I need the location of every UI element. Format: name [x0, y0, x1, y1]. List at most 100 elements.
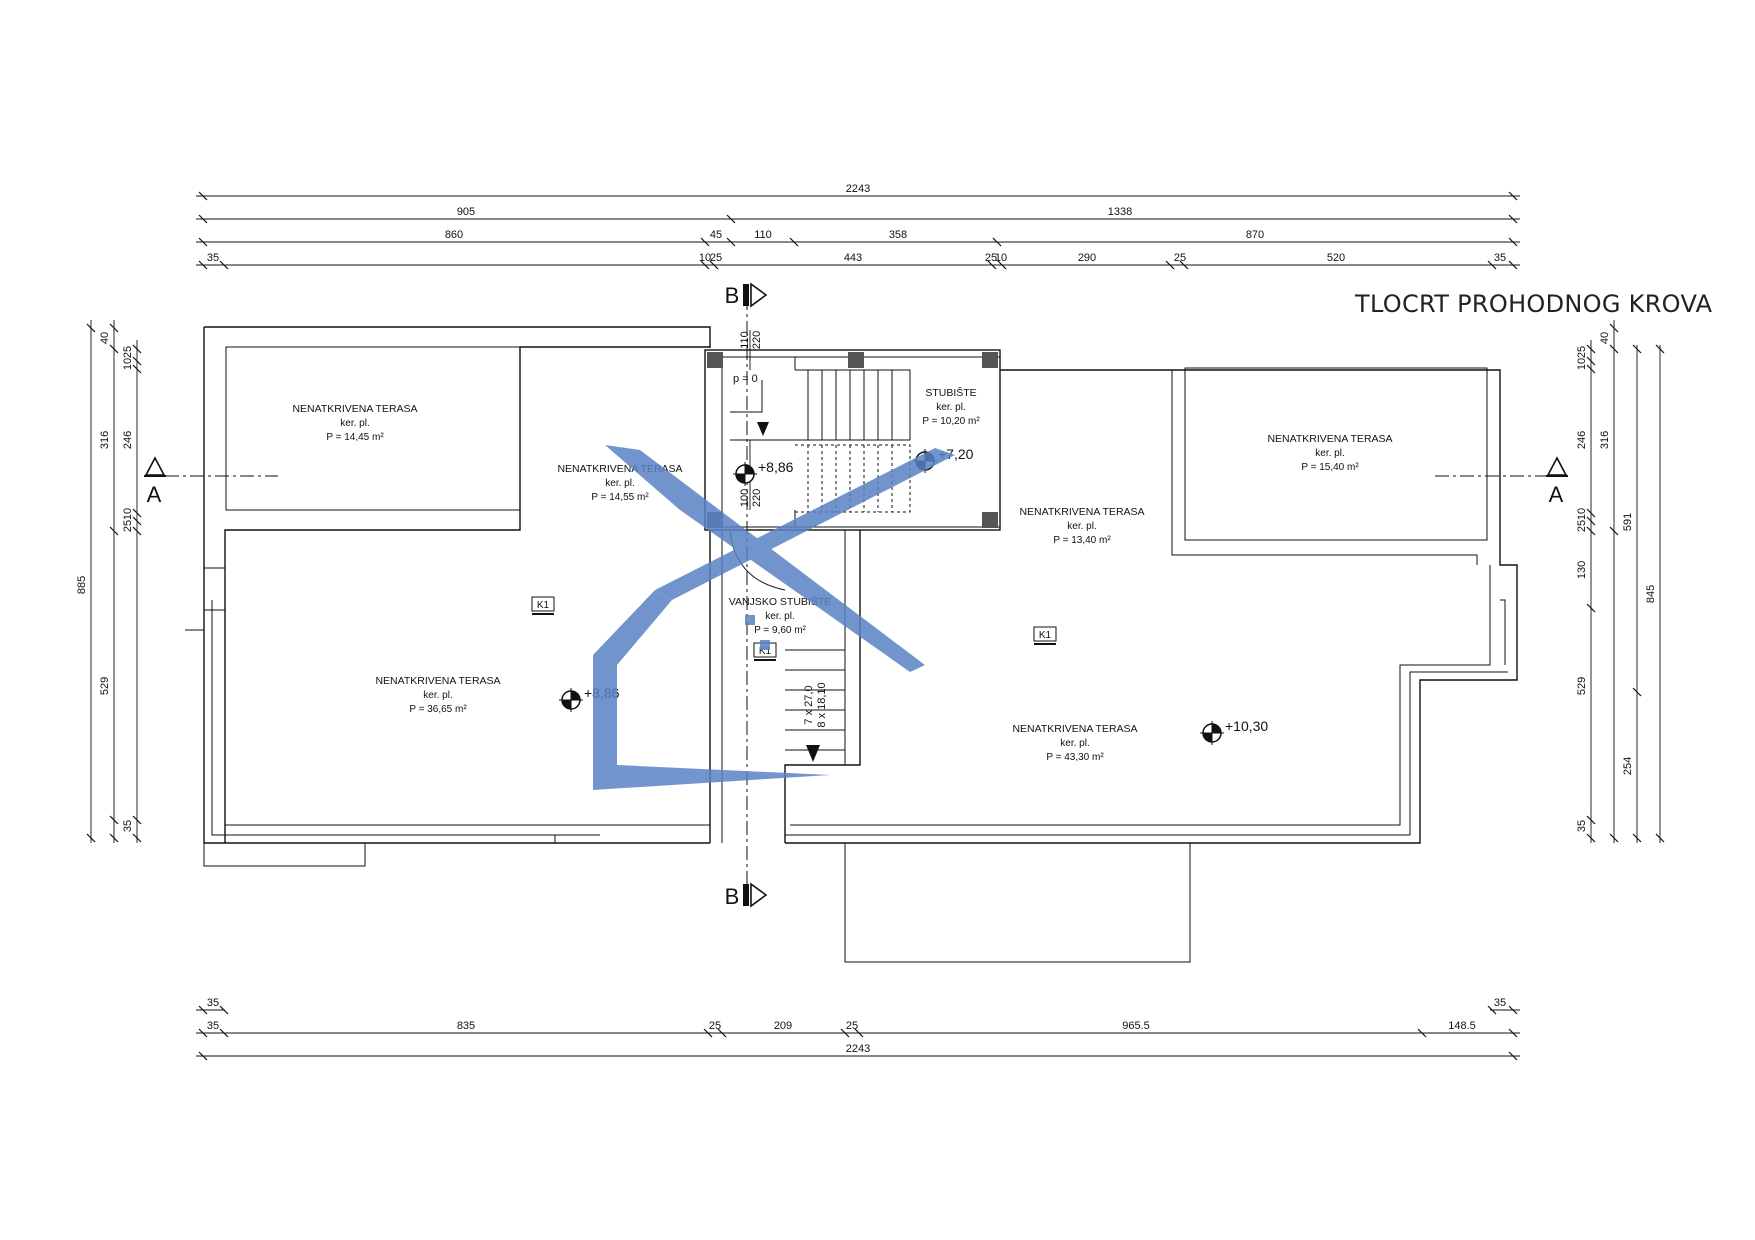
dim-left-c2-1: 40 — [99, 332, 111, 344]
level-marker: +8,86 — [733, 459, 794, 486]
svg-text:ker. pl.: ker. pl. — [605, 478, 634, 489]
room-labels: NENATKRIVENA TERASA ker. pl. P = 14,45 m… — [292, 386, 1392, 763]
svg-text:K1: K1 — [759, 646, 772, 657]
svg-text:ker. pl.: ker. pl. — [1315, 448, 1344, 459]
stair-dim-outer-b: 8 x 18,10 — [816, 682, 828, 727]
dim-left-c2-4: 35 — [122, 820, 134, 832]
room-terrace-3: NENATKRIVENA TERASA ker. pl. P = 15,40 m… — [1267, 433, 1392, 473]
dim-bot-r2-1: 35 — [207, 1020, 219, 1032]
svg-text:K1: K1 — [537, 600, 550, 611]
section-a-left-label: A — [147, 482, 162, 507]
terrace-right-top-box — [1184, 367, 1488, 541]
svg-text:ker. pl.: ker. pl. — [340, 418, 369, 429]
dim-left-c2-3: 529 — [99, 677, 111, 695]
dim-right-c1-1: 25 — [1576, 346, 1588, 358]
svg-text:P = 14,55 m²: P = 14,55 m² — [591, 492, 649, 503]
stair-dim-220: 220 — [751, 331, 763, 349]
section-a-right-label: A — [1549, 482, 1564, 507]
svg-text:NENATKRIVENA TERASA: NENATKRIVENA TERASA — [1012, 723, 1137, 735]
dim-left-total: 885 — [76, 576, 88, 594]
drawing-title: TLOCRT PROHODNOG KROVA — [1355, 290, 1713, 318]
dim-left-c3-1: 25 — [122, 346, 134, 358]
dim-right-c2-4: 254 — [1622, 757, 1634, 775]
dim-top-total: 2243 — [846, 183, 870, 195]
dim-top-r4-2: 10 — [699, 252, 711, 264]
dim-top-r4-3: 25 — [710, 252, 722, 264]
section-b-top-label: B — [725, 283, 740, 308]
dim-top-r4-9: 520 — [1327, 252, 1345, 264]
svg-text:P = 9,60 m²: P = 9,60 m² — [754, 625, 806, 636]
dim-bot-r1-1: 35 — [207, 997, 219, 1009]
svg-text:NENATKRIVENA TERASA: NENATKRIVENA TERASA — [375, 675, 500, 687]
section-b: B B — [725, 282, 768, 909]
dim-right-total: 845 — [1645, 585, 1657, 603]
dim-right-c1-4: 10 — [1576, 508, 1588, 520]
dim-top-r4-5: 25 — [985, 252, 997, 264]
stair-dim-110: 110 — [739, 331, 751, 349]
svg-text:+10,30: +10,30 — [1225, 718, 1268, 734]
svg-text:P = 43,30 m²: P = 43,30 m² — [1046, 752, 1104, 763]
watermark-logo — [593, 445, 955, 790]
svg-text:NENATKRIVENA TERASA: NENATKRIVENA TERASA — [1267, 433, 1392, 445]
dim-top-r3-2: 45 — [710, 229, 722, 241]
dim-top-r4-10: 35 — [1494, 252, 1506, 264]
left-dimension-chains: 885 40 316 529 35 25 10 246 10 25 — [76, 320, 142, 843]
dim-bot-r2-6: 965.5 — [1122, 1020, 1150, 1032]
section-a-right: A — [1435, 456, 1568, 507]
section-marks: A A B B — [144, 282, 1568, 909]
room-terrace-1: NENATKRIVENA TERASA ker. pl. P = 14,45 m… — [292, 403, 417, 443]
stair-dim-100: 100 — [739, 489, 751, 507]
svg-text:ker. pl.: ker. pl. — [1067, 521, 1096, 532]
dim-top-r2-2: 1338 — [1108, 206, 1132, 218]
dim-right-c1-8: 35 — [1576, 820, 1588, 832]
dim-bot-r2-3: 25 — [709, 1020, 721, 1032]
k1-tag: K1 — [1033, 626, 1057, 645]
svg-text:P = 15,40 m²: P = 15,40 m² — [1301, 462, 1359, 473]
dim-right-c1-6: 130 — [1576, 561, 1588, 579]
section-b-bottom-label: B — [725, 884, 740, 909]
bottom-dimension-chains: 35 35 35 835 25 209 25 965.5 148.5 2243 — [196, 997, 1520, 1061]
dim-bot-r2-2: 835 — [457, 1020, 475, 1032]
k1-tag: K1 — [531, 596, 555, 615]
dim-top-r3-1: 860 — [445, 229, 463, 241]
stair-dim-outer-a: 7 x 27,0 — [803, 685, 815, 724]
svg-text:ker. pl.: ker. pl. — [1060, 738, 1089, 749]
stair-p-note: p = 0 — [733, 373, 758, 385]
svg-text:K1: K1 — [1039, 630, 1052, 641]
svg-text:+8,86: +8,86 — [758, 459, 794, 475]
room-terrace-6: NENATKRIVENA TERASA ker. pl. P = 43,30 m… — [1012, 723, 1137, 763]
dim-top-r3-5: 870 — [1246, 229, 1264, 241]
level-marker: +10,30 — [1200, 718, 1268, 745]
svg-text:P = 10,20 m²: P = 10,20 m² — [922, 416, 980, 427]
room-stubiste: STUBIŠTE ker. pl. P = 10,20 m² — [922, 386, 980, 427]
dim-left-c3-2: 10 — [122, 358, 134, 370]
stair-treads-core — [730, 369, 911, 513]
svg-text:ker. pl.: ker. pl. — [765, 611, 794, 622]
dim-top-r4-8: 25 — [1174, 252, 1186, 264]
top-dimension-chains: 2243 905 1338 860 45 110 358 870 35 10 2… — [196, 183, 1520, 270]
room-terrace-4: NENATKRIVENA TERASA ker. pl. P = 13,40 m… — [1019, 506, 1144, 546]
dim-left-c3-5: 25 — [122, 520, 134, 532]
dim-right-c1-3: 246 — [1576, 431, 1588, 449]
dim-top-r4-1: 35 — [207, 252, 219, 264]
stair-dim-220b: 220 — [751, 489, 763, 507]
dim-bot-r2-4: 209 — [774, 1020, 792, 1032]
dim-left-c3-3: 246 — [122, 431, 134, 449]
dim-left-c2-2: 316 — [99, 431, 111, 449]
svg-text:P = 13,40 m²: P = 13,40 m² — [1053, 535, 1111, 546]
dim-right-c2-3: 591 — [1622, 513, 1634, 531]
dim-top-r4-6: 10 — [995, 252, 1007, 264]
dim-bot-r2-5: 25 — [846, 1020, 858, 1032]
right-dimension-chains: 25 10 246 10 25 130 529 35 40 316 591 25… — [1576, 320, 1665, 843]
dim-right-c1-5: 25 — [1576, 520, 1588, 532]
building-outline — [185, 326, 1518, 963]
dim-right-c2-1: 40 — [1599, 332, 1611, 344]
dim-top-r4-4: 443 — [844, 252, 862, 264]
dim-right-c2-2: 316 — [1599, 431, 1611, 449]
svg-text:P = 14,45 m²: P = 14,45 m² — [326, 432, 384, 443]
k1-tags: K1 K1 K1 — [531, 596, 1057, 661]
dim-bot-r1-2: 35 — [1494, 997, 1506, 1009]
svg-text:NENATKRIVENA TERASA: NENATKRIVENA TERASA — [292, 403, 417, 415]
stair-treads-outer — [785, 649, 845, 762]
